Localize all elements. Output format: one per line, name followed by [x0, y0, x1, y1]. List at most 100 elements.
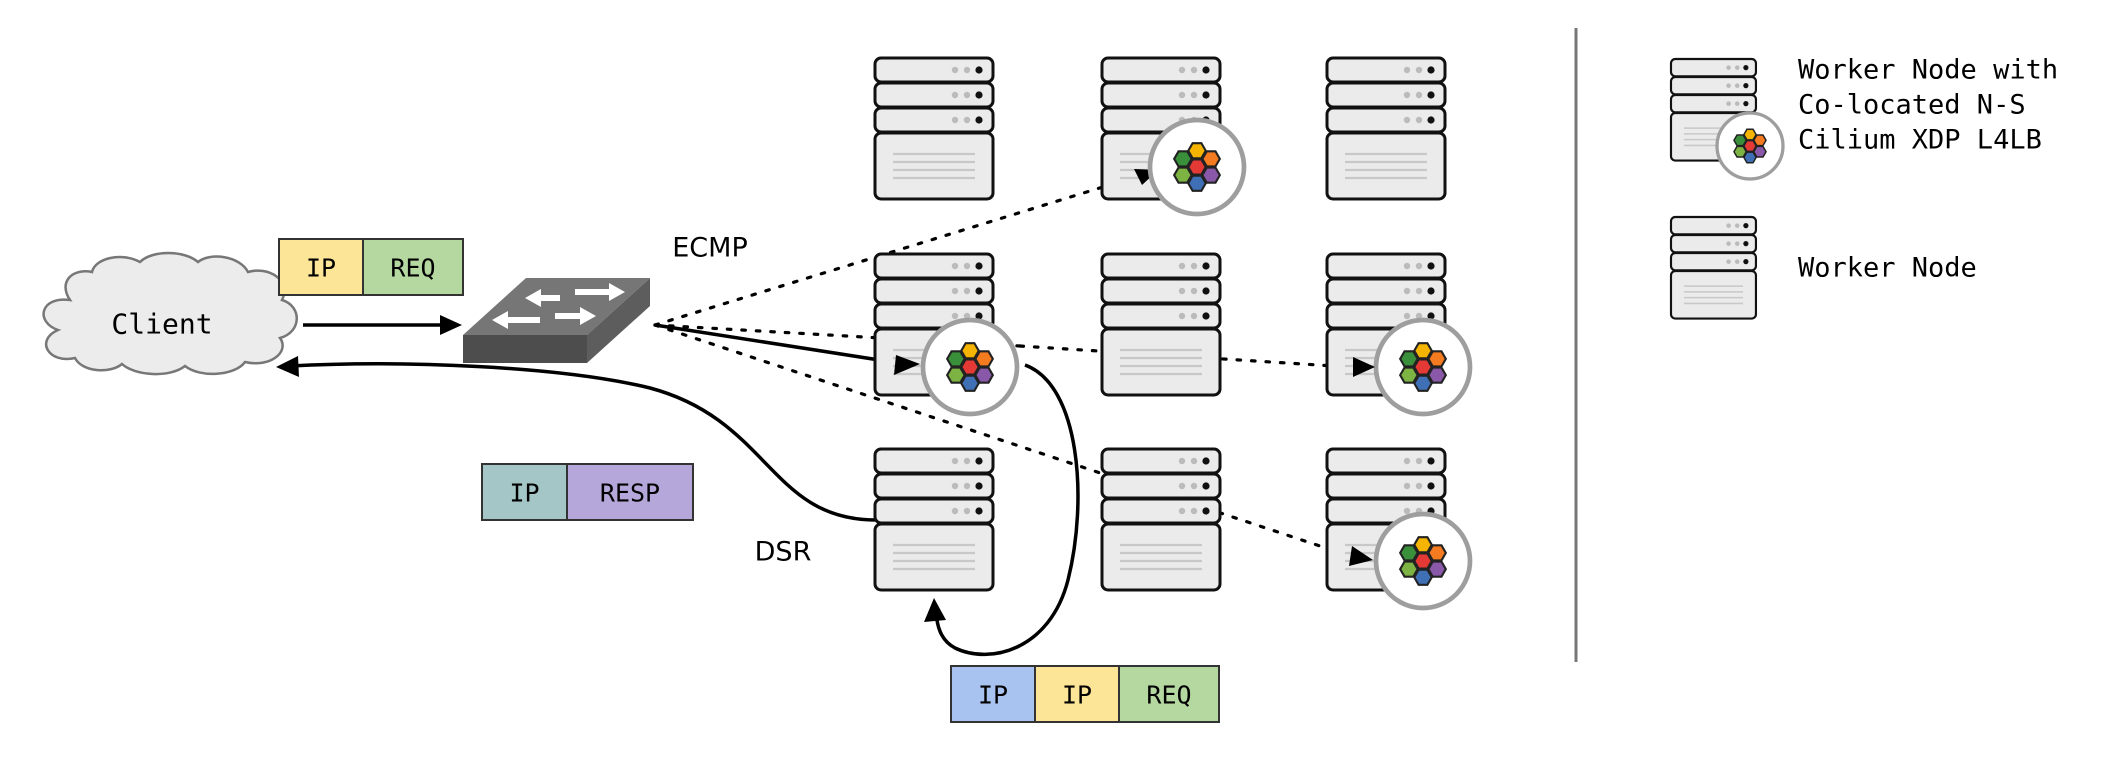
legend-lb-node-label: Co-located N-S: [1798, 90, 2026, 121]
server-led: [1427, 482, 1435, 490]
cilium-hexagon: [1427, 350, 1448, 368]
cilium-hexagon: [1427, 366, 1448, 384]
arrowhead: [1349, 546, 1373, 566]
server-led: [1202, 66, 1210, 74]
server-led: [1734, 223, 1740, 228]
cilium-hexagon: [960, 374, 980, 392]
server-led: [1427, 287, 1435, 295]
cilium-hexagon: [1398, 350, 1419, 368]
cilium-hexagon: [1413, 552, 1433, 570]
packet-field: [1118, 665, 1220, 723]
server-drive-bay: [1325, 472, 1447, 500]
cilium-hexagon: [1427, 544, 1448, 562]
legend-lb-node-label: Cilium XDP L4LB: [1798, 125, 2042, 156]
server-led: [1202, 287, 1210, 295]
server-led: [975, 312, 983, 320]
server-drive-bay: [1669, 233, 1758, 254]
server-led: [1743, 241, 1749, 247]
server-led: [975, 507, 983, 515]
server-chassis: [873, 522, 995, 592]
server-chassis: [1669, 269, 1758, 320]
cilium-lb-badge-r3-c3: [1373, 511, 1473, 611]
cilium-hexagon: [1201, 150, 1222, 168]
cilium-hexagon: [960, 358, 980, 376]
server-led: [1190, 312, 1198, 320]
server-led: [1734, 83, 1740, 88]
cilium-hexagon: [1187, 158, 1207, 176]
packet-field-label: IP: [509, 479, 539, 508]
cilium-hexagon: [1743, 139, 1757, 153]
packet-field-label: IP: [1062, 681, 1092, 710]
worker-node-r1-c3: [1325, 56, 1447, 201]
packet-field: [362, 238, 464, 296]
server-led: [1178, 91, 1186, 99]
server-led: [975, 116, 983, 124]
server-led: [1743, 83, 1749, 89]
legend-worker-node-server: [1669, 215, 1758, 320]
server-drive-bay: [873, 497, 995, 525]
server-drive-bay: [873, 252, 995, 280]
server-led: [1202, 457, 1210, 465]
server-led: [1178, 66, 1186, 74]
encapsulated-forward-path: [934, 363, 1080, 657]
server-led: [1726, 259, 1731, 264]
server-led: [951, 91, 959, 99]
server-led: [1726, 101, 1731, 106]
server-led: [1734, 101, 1740, 106]
server-led: [1202, 312, 1210, 320]
server-led: [1190, 482, 1198, 490]
cilium-hexagon: [1427, 560, 1448, 578]
server-drive-bay: [1325, 252, 1447, 280]
nodes-layer: Client: [42, 56, 1447, 592]
server-led: [1202, 262, 1210, 270]
server-led: [1190, 66, 1198, 74]
cilium-lb-badge-r2-c3: [1373, 317, 1473, 417]
server-drive-bay: [1100, 277, 1222, 305]
cilium-hexagon: [1201, 166, 1222, 184]
server-drive-bay: [873, 106, 995, 134]
cilium-hexagon: [960, 342, 980, 360]
server-led: [1178, 507, 1186, 515]
server-led: [963, 91, 971, 99]
arrowhead: [440, 315, 462, 335]
cilium-hexagon: [1413, 568, 1433, 586]
switch-arrow-head: [580, 307, 596, 325]
cilium-hexagon: [1172, 150, 1193, 168]
cilium-lb-badge-r2-c1: [920, 317, 1020, 417]
server-drive-bay: [873, 81, 995, 109]
server-drive-bay: [1100, 302, 1222, 330]
packet-field-label: IP: [306, 254, 336, 283]
cilium-hexagon: [1752, 145, 1767, 158]
server-led: [963, 287, 971, 295]
cilium-hexagon: [1398, 366, 1419, 384]
switch-side: [587, 278, 650, 363]
server-led: [1190, 507, 1198, 515]
server-led: [975, 91, 983, 99]
switch-arrow-head: [525, 289, 541, 307]
network-switch: [463, 278, 650, 363]
server-led: [1415, 312, 1423, 320]
server-led: [1726, 241, 1731, 246]
server-led: [1726, 223, 1731, 228]
server-led: [1403, 457, 1411, 465]
server-led: [1403, 287, 1411, 295]
server-led: [1415, 116, 1423, 124]
server-led: [1202, 482, 1210, 490]
server-led: [1726, 83, 1731, 88]
ecmp-path-to-top-lb: [653, 168, 1160, 327]
server-led: [1427, 116, 1435, 124]
cilium-hexagon: [1743, 128, 1757, 141]
arrowhead: [894, 355, 920, 375]
dsr-response-path: [289, 362, 877, 522]
server-drive-bay: [1100, 472, 1222, 500]
cilium-hexagon: [1398, 560, 1419, 578]
cilium-hexagon: [1187, 142, 1207, 160]
packet-field-label: REQ: [1146, 681, 1191, 710]
arrowhead: [924, 598, 946, 622]
cilium-hexagon: [1752, 134, 1767, 147]
